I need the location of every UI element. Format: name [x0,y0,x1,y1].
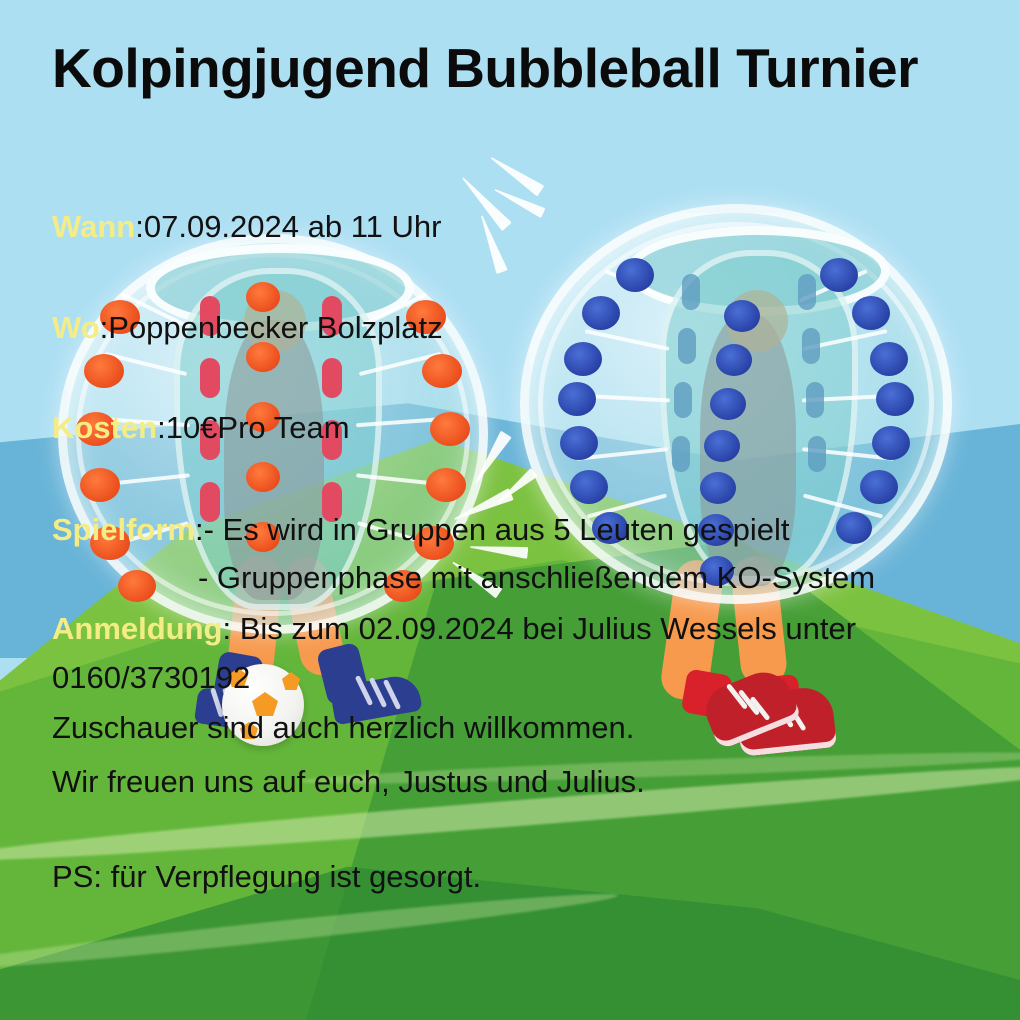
bubble-left-knob [246,282,280,312]
bubble-right-knob [872,426,910,460]
bubble-left-knob [76,412,116,446]
bubble-left-knob [118,570,156,602]
bubble-right-knob [564,342,602,376]
bubble-left-knob [90,526,130,560]
bubble-right-knob [860,470,898,504]
bubble-left-knob [414,526,454,560]
contact-phone-number: 0160/3730192 [52,660,251,695]
label-spielform: Spielform [52,512,195,547]
bubble-right-knob [820,258,858,292]
bubble-right-knob [724,300,760,332]
bubble-right-knob [698,514,734,546]
bubble-right-knob [558,382,596,416]
info-line-wo: Wo:Poppenbecker Bolzplatz [52,310,443,346]
bubble-right-knob [836,512,872,544]
label-wo: Wo [52,310,100,345]
value-anmeldung: Bis zum 02.09.2024 bei Julius Wessels un… [231,611,857,646]
bubble-right-knob [704,430,740,462]
bubble-right-knob [870,342,908,376]
info-line-signoff: Wir freuen uns auf euch, Justus und Juli… [52,764,645,799]
bubble-right-knob [592,512,628,544]
value-kosten: 10€Pro Team [165,410,350,445]
bubble-right-knob [876,382,914,416]
bubble-right-knob [700,556,734,586]
bubble-right-knob [582,296,620,330]
page-title: Kolpingjugend Bubbleball Turnier [52,37,919,99]
bubble-right-knob [570,470,608,504]
info-line-spectators: Zuschauer sind auch herzlich willkommen. [52,710,635,745]
bubble-ball-right [520,204,952,604]
sep-anmeldung: : [222,611,232,646]
sep-wo: : [99,310,109,345]
label-anmeldung: Anmeldung [52,611,223,646]
bubble-left-knob [80,468,120,502]
info-line-wann: Wann:07.09.2024 ab 11 Uhr [52,209,441,245]
bubble-right-knob [716,344,752,376]
label-kosten: Kosten [52,410,158,445]
info-line-anmeldung: Anmeldung: Bis zum 02.09.2024 bei Julius… [52,611,856,647]
value-wann: 07.09.2024 ab 11 Uhr [143,209,442,244]
bubble-left-knob [246,342,280,372]
bubble-right-knob [560,426,598,460]
bubble-left-knob [246,462,280,492]
sep-wann: : [135,209,144,244]
bubble-left-knob [246,522,280,552]
value-spielform: - Es wird in Gruppen aus 5 Leuten gespie… [203,512,790,547]
bubble-left-knob [384,570,422,602]
bubble-left-knob [430,412,470,446]
info-line-postscript: PS: für Verpflegung ist gesorgt. [52,859,482,894]
bubble-left-knob [426,468,466,502]
value-wo: Poppenbecker Bolzplatz [108,310,443,345]
info-line-spielform-2: - Gruppenphase mit anschließendem KO-Sys… [198,560,876,595]
bubble-left-knob [406,300,446,334]
bubble-left-knob [246,402,280,432]
bubble-right-knob [700,472,736,504]
sep-kosten: : [157,410,166,445]
info-line-kosten: Kosten:10€Pro Team [52,410,350,446]
sep-spielform: : [194,512,204,547]
bubble-ball-left [58,234,488,634]
label-wann: Wann [52,209,136,244]
bubble-right-knob [710,388,746,420]
bubble-right-knob [616,258,654,292]
bubble-right-knob [852,296,890,330]
bubble-left-knob [84,354,124,388]
bubble-left-knob [100,300,140,334]
info-line-spielform: Spielform:- Es wird in Gruppen aus 5 Leu… [52,512,790,548]
bubble-left-knob [422,354,462,388]
